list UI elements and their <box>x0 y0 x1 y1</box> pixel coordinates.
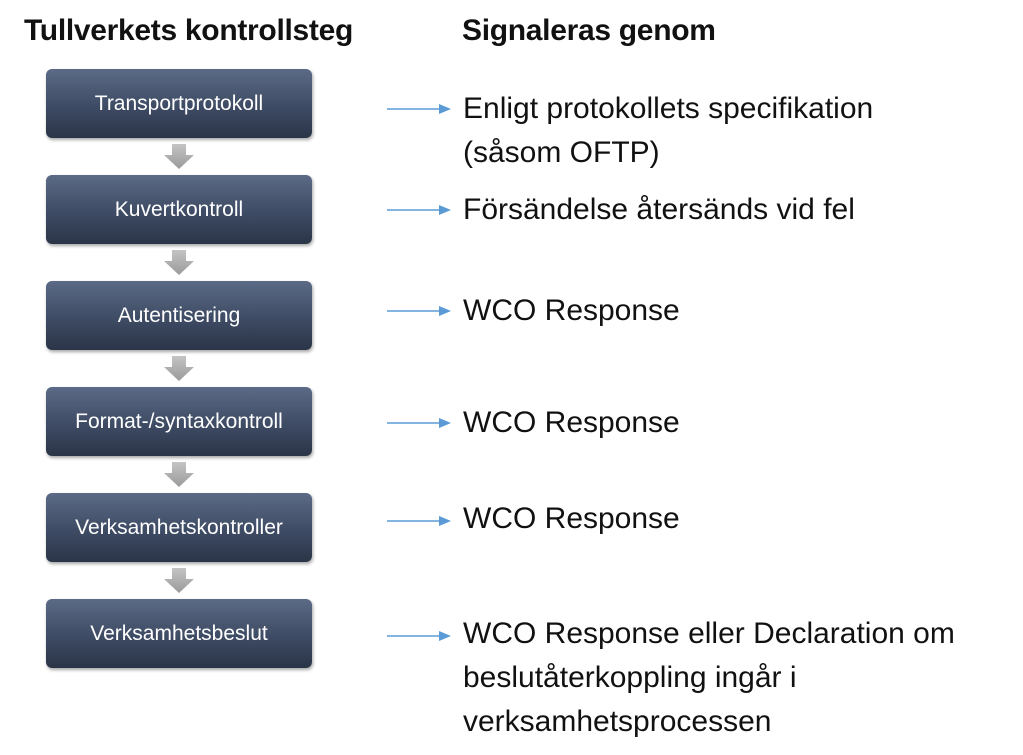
signal-line: WCO Response eller Declaration om <box>463 617 955 650</box>
signal-text-transportprotokoll: Enligt protokollets specifikation (såsom… <box>463 87 873 175</box>
signal-line: Försändelse återsänds vid fel <box>463 193 855 226</box>
flow-arrow-down-icon <box>164 568 194 593</box>
step-box-format-syntaxkontroll: Format-/syntaxkontroll <box>46 387 312 456</box>
signal-line: WCO Response <box>463 406 680 439</box>
signal-text-autentisering: WCO Response <box>463 289 680 333</box>
signal-line: WCO Response <box>463 502 680 535</box>
signal-line: (såsom OFTP) <box>463 136 660 169</box>
signal-arrow-right-icon <box>387 631 451 641</box>
step-box-verksamhetskontroller: Verksamhetskontroller <box>46 493 312 562</box>
signal-line: Enligt protokollets specifikation <box>463 92 874 125</box>
signal-arrow-right-icon <box>387 306 451 316</box>
flow-arrow-down-icon <box>164 462 194 487</box>
left-column-heading: Tullverkets kontrollsteg <box>24 14 353 47</box>
signal-text-verksamhetskontroller: WCO Response <box>463 497 680 541</box>
signal-arrow-right-icon <box>387 516 451 526</box>
flow-arrow-down-icon <box>164 144 194 169</box>
signal-arrow-right-icon <box>387 205 451 215</box>
signal-line: beslutåterkoppling ingår i <box>463 661 797 694</box>
step-box-kuvertkontroll: Kuvertkontroll <box>46 175 312 244</box>
step-box-verksamhetsbeslut: Verksamhetsbeslut <box>46 599 312 668</box>
signal-text-kuvertkontroll: Försändelse återsänds vid fel <box>463 188 855 232</box>
signal-arrow-right-icon <box>387 418 451 428</box>
step-box-autentisering: Autentisering <box>46 281 312 350</box>
flow-arrow-down-icon <box>164 250 194 275</box>
signal-line: WCO Response <box>463 294 680 327</box>
signal-arrow-right-icon <box>387 104 451 114</box>
signal-text-verksamhetsbeslut: WCO Response eller Declaration om beslut… <box>463 612 955 744</box>
signal-text-format-syntaxkontroll: WCO Response <box>463 401 680 445</box>
signal-line: verksamhetsprocessen <box>463 705 772 738</box>
flow-arrow-down-icon <box>164 356 194 381</box>
right-column-heading: Signaleras genom <box>462 14 716 47</box>
step-box-transportprotokoll: Transportprotokoll <box>46 69 312 138</box>
